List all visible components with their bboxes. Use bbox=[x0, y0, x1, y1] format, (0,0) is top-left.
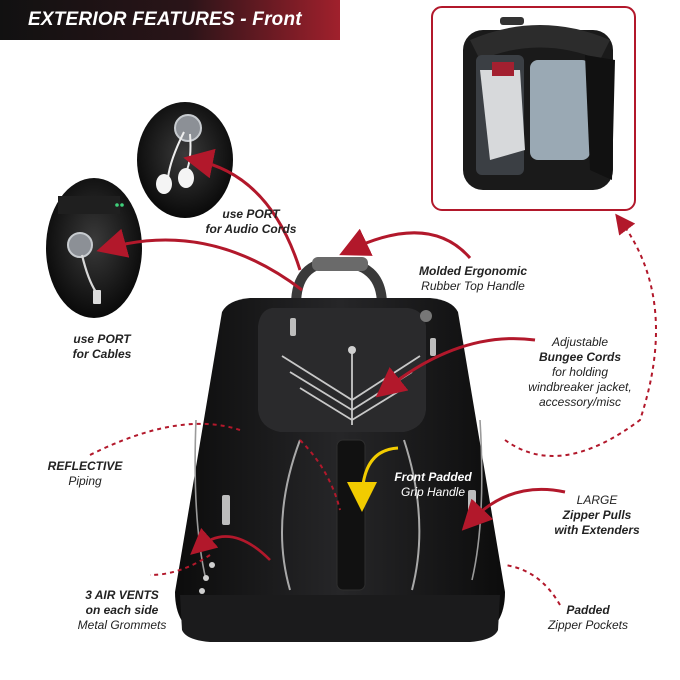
audio-port-line1: use PORT bbox=[222, 207, 280, 221]
bungee-line4: windbreaker jacket, bbox=[528, 380, 632, 394]
bungee-line1: Adjustable bbox=[551, 335, 609, 349]
banner-title: EXTERIOR FEATURES - Front bbox=[28, 9, 302, 30]
pockets-line1: Padded bbox=[566, 603, 610, 617]
grip-arrow bbox=[347, 446, 399, 512]
callout-cable-port: use PORT for Cables bbox=[52, 332, 152, 362]
grip-handle-line1: Front Padded bbox=[394, 470, 472, 484]
top-handle-line2: Rubber Top Handle bbox=[421, 279, 525, 293]
callout-pockets: Padded Zipper Pockets bbox=[528, 603, 648, 633]
grip-handle-line2: Grip Handle bbox=[400, 485, 466, 499]
inset-photo bbox=[431, 6, 636, 211]
callout-top-handle: Molded Ergonomic Rubber Top Handle bbox=[408, 264, 538, 294]
bungee-line5: accessory/misc bbox=[538, 395, 621, 409]
reflective-line2: Piping bbox=[68, 474, 102, 488]
dashed-callouts bbox=[89, 213, 657, 606]
air-vents-line1: 3 AIR VENTS bbox=[85, 588, 159, 602]
cable-port-line2: for Cables bbox=[72, 347, 132, 361]
callout-audio-port: use PORT for Audio Cords bbox=[196, 207, 306, 237]
cable-port-line1: use PORT bbox=[73, 332, 131, 346]
zipper-pulls-line2: Zipper Pulls bbox=[562, 508, 632, 522]
callout-arrows bbox=[96, 148, 566, 561]
pockets-line2: Zipper Pockets bbox=[547, 618, 629, 632]
air-vents-line3: Metal Grommets bbox=[77, 618, 167, 632]
zipper-pulls-line1: LARGE bbox=[576, 493, 618, 507]
air-vents-line2: on each side bbox=[85, 603, 159, 617]
callout-reflective: REFLECTIVE Piping bbox=[30, 459, 140, 489]
callout-air-vents: 3 AIR VENTS on each side Metal Grommets bbox=[62, 588, 182, 633]
cable-port-circle bbox=[46, 178, 142, 318]
callout-grip-handle: Front Padded Grip Handle bbox=[378, 470, 488, 500]
bungee-line3: for holding bbox=[551, 365, 609, 379]
callout-zipper-pulls: LARGE Zipper Pulls with Extenders bbox=[532, 493, 662, 538]
header-banner: EXTERIOR FEATURES - Front bbox=[0, 0, 340, 40]
boot-bag bbox=[175, 256, 505, 642]
bungee-line2: Bungee Cords bbox=[538, 350, 621, 364]
audio-port-circle bbox=[137, 102, 233, 218]
callout-bungee: Adjustable Bungee Cords for holding wind… bbox=[506, 335, 654, 410]
top-handle-line1: Molded Ergonomic bbox=[419, 264, 527, 278]
audio-port-line2: for Audio Cords bbox=[205, 222, 297, 236]
zipper-pulls-line3: with Extenders bbox=[554, 523, 640, 537]
reflective-line1: REFLECTIVE bbox=[47, 459, 123, 473]
